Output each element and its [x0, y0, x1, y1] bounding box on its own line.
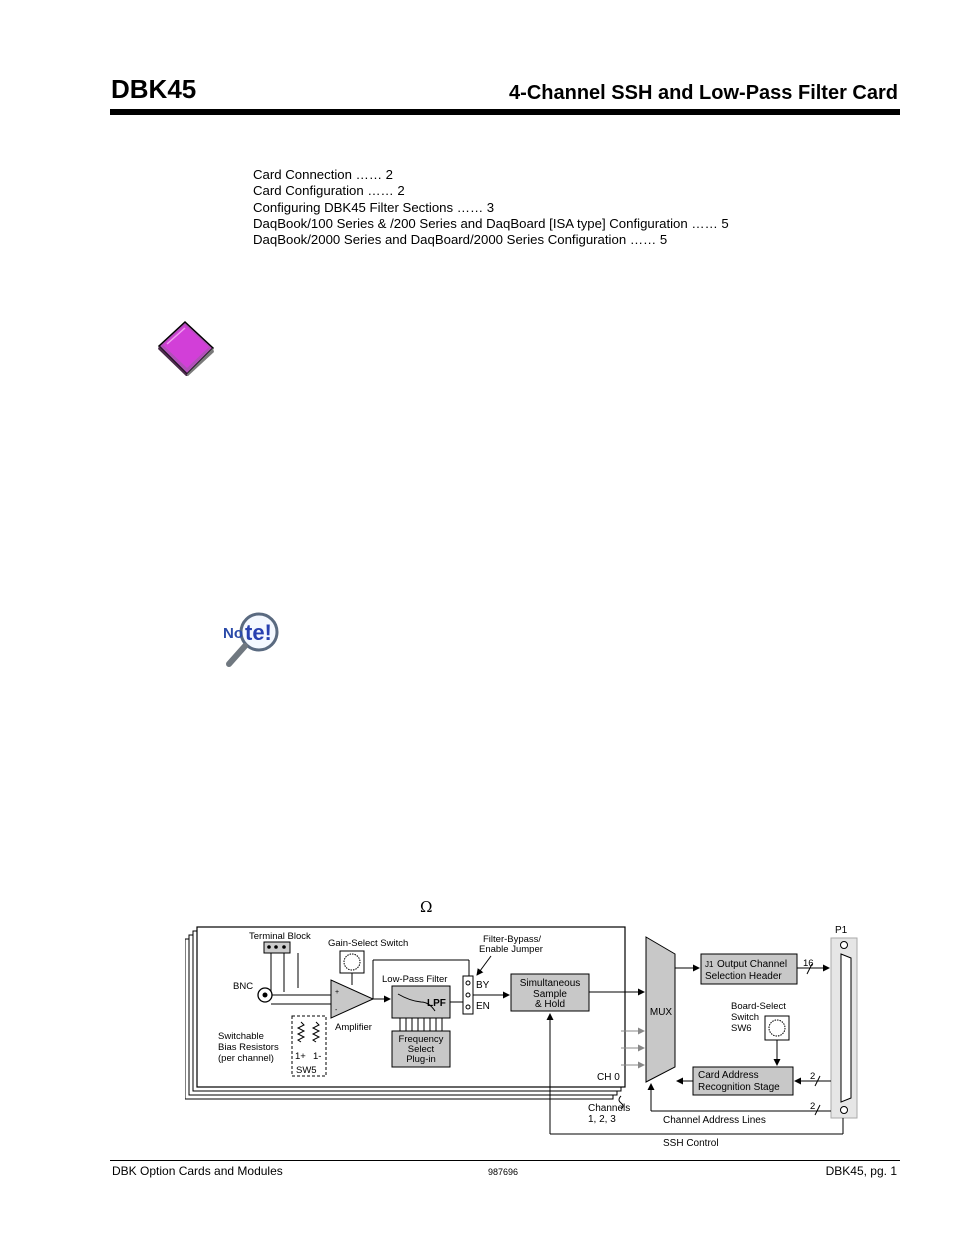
note-icon-text: No [223, 625, 243, 642]
page-product-title: DBK45 [111, 74, 197, 104]
toc-item-daqbook2000[interactable]: DaqBook/2000 Series and DaqBoard/2000 Se… [253, 232, 668, 248]
page-title: 4-Channel SSH and Low-Pass Filter Card [509, 82, 898, 104]
filter-bypass-label-2: Enable Jumper [479, 944, 543, 955]
ssh-label-2: Sample [533, 989, 567, 1000]
header-rule [110, 109, 900, 115]
mux [645, 936, 676, 1083]
simultaneous-sample-hold [510, 973, 590, 1012]
channels-label-1: Channels [588, 1103, 630, 1114]
mux-label: MUX [650, 1007, 673, 1018]
bus-width-16: 16 [803, 958, 814, 969]
dbk45-block-diagram: Terminal Block Gain-Select Switch BNC + -… [185, 925, 858, 1149]
svg-text:-: - [335, 1007, 338, 1014]
sw5-pos-label: 1+ [295, 1051, 306, 1062]
footer-left: DBK Option Cards and Modules [112, 1164, 283, 1178]
toc-item-card-configuration[interactable]: Card Configuration …… 2 [253, 183, 405, 199]
toc-item-daqbook100[interactable]: DaqBook/100 Series & /200 Series and Daq… [253, 215, 729, 231]
bus-width-2b: 2 [810, 1101, 815, 1112]
table-of-contents: Card Connection …… 2 Card Configuration … [253, 167, 729, 248]
svg-text:+: + [335, 989, 339, 996]
sw5-bias-resistors [291, 1015, 327, 1077]
terminal-block-label: Terminal Block [249, 931, 311, 942]
ssh-label-3: & Hold [535, 999, 565, 1010]
j1-output-channel-header [700, 953, 798, 985]
channel-address-lines-label: Channel Address Lines [663, 1115, 766, 1126]
gain-select-label: Gain-Select Switch [328, 938, 408, 949]
toc-item-card-connection[interactable]: Card Connection …… 2 [253, 167, 394, 182]
amplifier [330, 979, 375, 1019]
filter-bypass-label-1: Filter-Bypass/ [483, 934, 541, 945]
switchable-label-3: (per channel) [218, 1053, 274, 1064]
frequency-select-plugin [391, 1030, 451, 1068]
reference-book-icon [157, 320, 215, 376]
freq-label-3: Plug-in [406, 1054, 436, 1065]
omega-symbol: Ω [420, 898, 433, 916]
sw5-label: SW5 [296, 1065, 317, 1076]
bnc-label: BNC [233, 981, 253, 992]
j1-label-2: Selection Header [705, 971, 782, 982]
sw5-neg-label: 1- [313, 1051, 321, 1062]
card-address-label-1: Card Address [698, 1070, 759, 1081]
freq-label-2: Select [408, 1044, 435, 1055]
card-address-recognition-stage [692, 1066, 794, 1096]
board-select-label-1: Board-Select [731, 1001, 786, 1012]
bus-width-2a: 2 [810, 1071, 815, 1082]
low-pass-filter-label: Low-Pass Filter [382, 974, 447, 985]
ch0-label: CH 0 [597, 1072, 620, 1083]
p1-label: P1 [835, 925, 848, 936]
note-magnifier-icon: No te! [223, 612, 279, 667]
footer-rule [110, 1160, 900, 1161]
enable-label: EN [476, 1001, 490, 1012]
amplifier-label: Amplifier [335, 1022, 372, 1033]
freq-label-1: Frequency [399, 1034, 444, 1045]
j1-label-1: Output Channel [717, 959, 787, 970]
card-address-label-2: Recognition Stage [698, 1082, 780, 1093]
ssh-control-label: SSH Control [663, 1138, 719, 1149]
channels-label-2: 1, 2, 3 [588, 1114, 616, 1125]
board-select-label-2: Switch [731, 1012, 759, 1023]
lpf-label: LPF [427, 998, 446, 1009]
footer-page-number: DBK45, pg. 1 [825, 1164, 897, 1178]
switchable-label-1: Switchable [218, 1031, 264, 1042]
toc-item-filter-sections[interactable]: Configuring DBK45 Filter Sections …… 3 [253, 199, 495, 215]
ssh-label-1: Simultaneous [520, 978, 581, 989]
svg-text:te!: te! [245, 620, 272, 645]
switchable-label-2: Bias Resistors [218, 1042, 279, 1053]
j1-label: J1 [705, 960, 714, 969]
board-select-label-3: SW6 [731, 1023, 752, 1034]
bypass-label: BY [476, 980, 490, 991]
footer-doc-number: 987696 [488, 1167, 519, 1177]
